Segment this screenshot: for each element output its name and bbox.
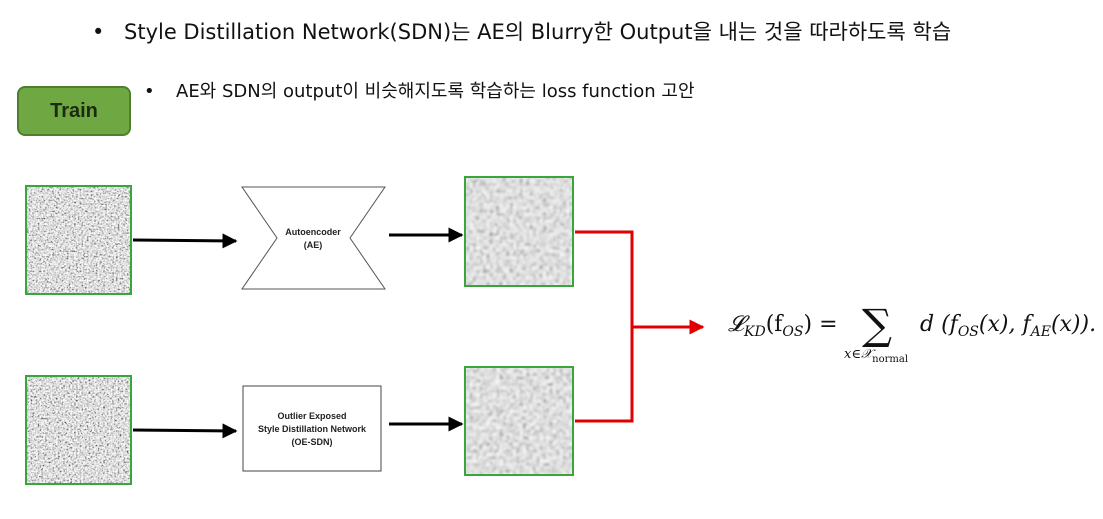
arrow-input-to-ae bbox=[132, 233, 238, 249]
formula-rhs: d (f bbox=[920, 312, 962, 337]
autoencoder-block bbox=[241, 186, 386, 290]
bullet-level2-text: AE와 SDN의 output이 비슷해지도록 학습하는 loss functi… bbox=[176, 81, 695, 102]
train-badge: Train bbox=[17, 86, 131, 136]
formula-sum-symbol: ∑ bbox=[862, 300, 892, 349]
input-image-bottom bbox=[25, 375, 132, 485]
formula-lhs-arg: (f bbox=[766, 312, 785, 337]
oesdn-label-line2: Style Distillation Network bbox=[258, 424, 367, 434]
formula-rhs-sub2: AE bbox=[1029, 324, 1051, 340]
formula-sum-sub: x∈𝒳 bbox=[844, 347, 876, 362]
oesdn-label-line1: Outlier Exposed bbox=[277, 411, 346, 421]
arrow-input-to-oesdn bbox=[132, 423, 238, 439]
oesdn-label-line3: (OE-SDN) bbox=[292, 437, 333, 447]
bullet-level2: • AE와 SDN의 output이 비슷해지도록 학습하는 loss funct… bbox=[144, 77, 695, 103]
ae-output-image bbox=[464, 176, 574, 287]
formula-sum-sub-sub: normal bbox=[872, 354, 908, 365]
svg-text:d (fOS(x), fAE(x)).: d (fOS(x), fAE(x)). bbox=[920, 312, 1096, 340]
formula-lhs-sub: KD bbox=[743, 324, 766, 340]
input-image-top bbox=[25, 185, 132, 295]
formula-lhs-arg-sub: OS bbox=[782, 324, 803, 340]
formula-rhs-sub1: OS bbox=[958, 324, 979, 340]
bullet-level1-text: Style Distillation Network(SDN)는 AE의 Blu… bbox=[124, 20, 952, 44]
svg-text:x∈𝒳normal: x∈𝒳normal bbox=[844, 347, 908, 365]
oe-sdn-block bbox=[242, 385, 382, 472]
ae-label-line1: Autoencoder bbox=[285, 227, 341, 237]
formula-lhs-close: ) = bbox=[804, 312, 838, 337]
bullet-level1: • Style Distillation Network(SDN)는 AE의 Bl… bbox=[92, 16, 951, 46]
ae-label-line2: (AE) bbox=[304, 240, 323, 250]
merge-connector bbox=[575, 230, 634, 423]
bullet-marker: • bbox=[92, 20, 105, 44]
formula-rhs-mid: (x), f bbox=[979, 312, 1035, 337]
loss-formula: 𝓛KD(fOS) = ∑ x∈𝒳normal d (fOS(x), fAE(x)… bbox=[728, 300, 1096, 365]
formula-rhs-end: (x)). bbox=[1051, 312, 1096, 337]
oesdn-output-image bbox=[464, 366, 574, 476]
svg-text:𝓛KD(fOS) =: 𝓛KD(fOS) = bbox=[728, 312, 838, 340]
bullet-marker: • bbox=[144, 81, 155, 102]
